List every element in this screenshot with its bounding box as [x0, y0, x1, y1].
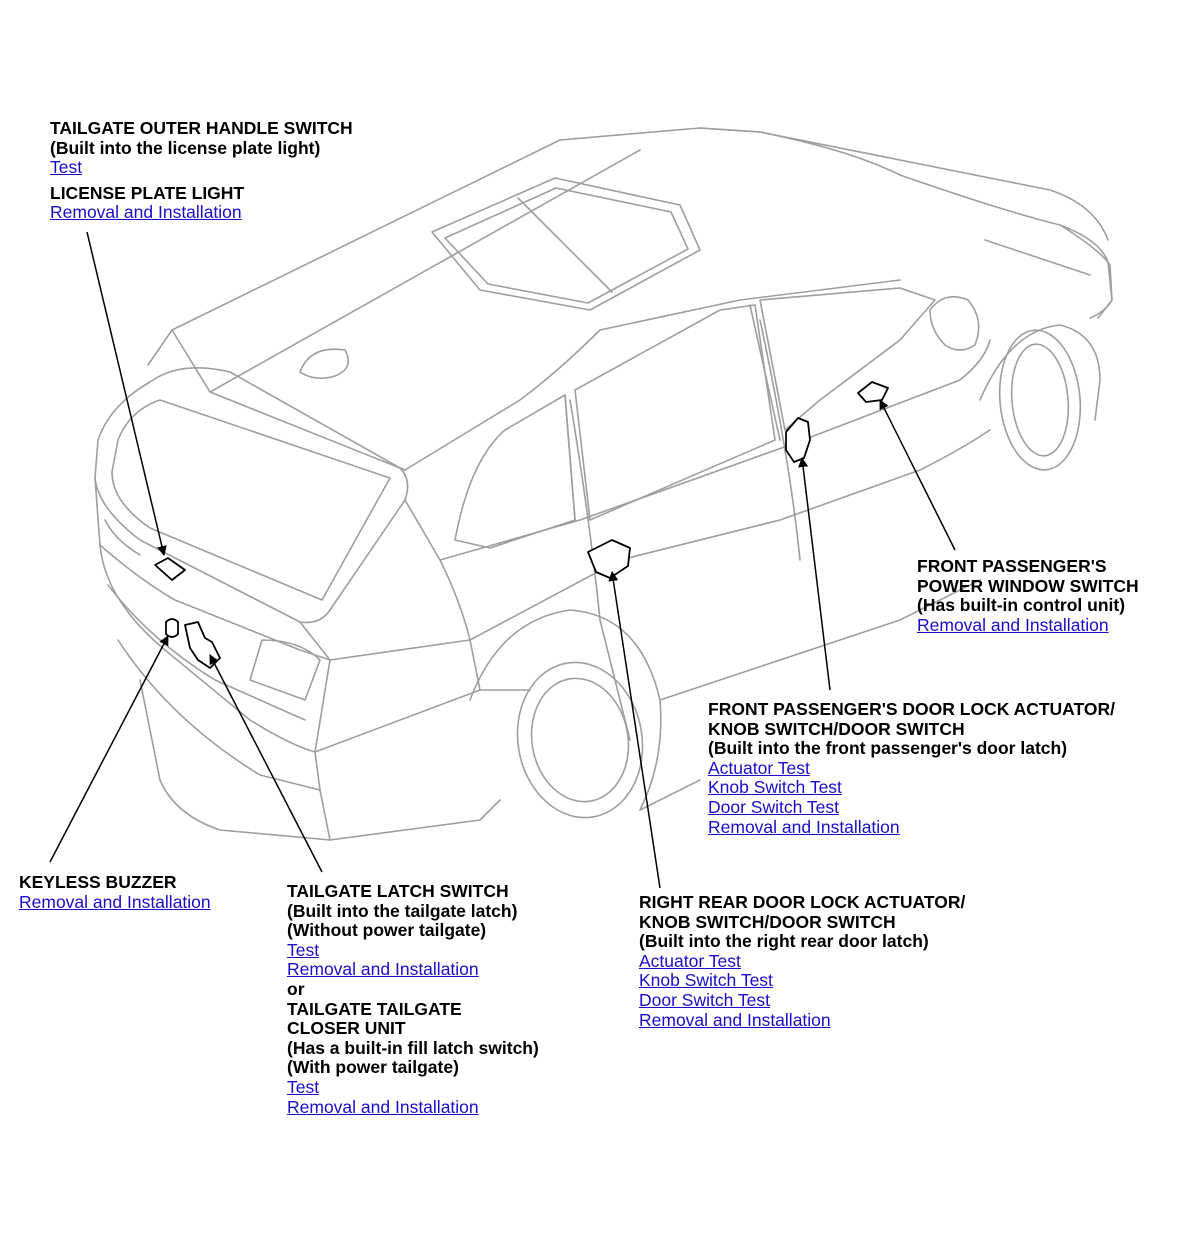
right-rear-door-latch-part	[587, 539, 631, 579]
callout-right-rear-door: RIGHT REAR DOOR LOCK ACTUATOR/ KNOB SWIT…	[639, 892, 966, 1030]
right-rear-door-title-line1: RIGHT REAR DOOR LOCK ACTUATOR/	[639, 892, 966, 912]
front-passenger-door-knob-switch-test-link[interactable]: Knob Switch Test	[708, 777, 842, 798]
callout-keyless-buzzer: KEYLESS BUZZER Removal and Installation	[19, 872, 211, 912]
tailgate-outer-handle-note: (Built into the license plate light)	[50, 137, 321, 158]
keyless-buzzer-part	[165, 618, 179, 638]
front-passenger-window-note: (Has built-in control unit)	[917, 595, 1126, 616]
tailgate-outer-handle-test-link[interactable]: Test	[50, 157, 83, 178]
components	[154, 381, 889, 669]
license-plate-light-title: LICENSE PLATE LIGHT	[50, 182, 245, 203]
front-passenger-door-actuator-test-link[interactable]: Actuator Test	[708, 757, 810, 778]
tailgate-closer-removal-link[interactable]: Removal and Installation	[287, 1096, 479, 1117]
front-passenger-window-title-line1: FRONT PASSENGER'S	[917, 556, 1107, 576]
front-passenger-window-title-line2: POWER WINDOW SWITCH	[917, 575, 1139, 596]
front-passenger-door-door-switch-test-link[interactable]: Door Switch Test	[708, 796, 839, 817]
right-rear-door-title-line2: KNOB SWITCH/DOOR SWITCH	[639, 911, 896, 932]
front-passenger-door-title-line2: KNOB SWITCH/DOOR SWITCH	[708, 718, 965, 739]
front-passenger-door-note: (Built into the front passenger's door l…	[708, 738, 1068, 759]
front-passenger-door-title-line1: FRONT PASSENGER'S DOOR LOCK ACTUATOR/	[708, 699, 1115, 719]
right-rear-door-note: (Built into the right rear door latch)	[639, 931, 929, 952]
license-plate-light-removal-link[interactable]: Removal and Installation	[50, 202, 242, 223]
tailgate-latch-note2: (Without power tailgate)	[287, 920, 487, 941]
right-rear-door-removal-link[interactable]: Removal and Installation	[639, 1009, 831, 1030]
tailgate-latch-or: or	[287, 978, 305, 999]
tailgate-closer-title-line2: CLOSER UNIT	[287, 1018, 406, 1039]
tailgate-latch-title: TAILGATE LATCH SWITCH	[287, 881, 509, 901]
front-passenger-window-removal-link[interactable]: Removal and Installation	[917, 614, 1109, 635]
tailgate-latch-note1: (Built into the tailgate latch)	[287, 900, 518, 921]
front-passenger-door-removal-link[interactable]: Removal and Installation	[708, 816, 900, 837]
tailgate-closer-title-line1: TAILGATE TAILGATE	[287, 998, 462, 1019]
right-rear-door-knob-switch-test-link[interactable]: Knob Switch Test	[639, 970, 773, 991]
tailgate-latch-test-link[interactable]: Test	[287, 939, 320, 960]
callout-tailgate-outer-handle: TAILGATE OUTER HANDLE SWITCH (Built into…	[50, 118, 353, 223]
callout-front-passenger-door: FRONT PASSENGER'S DOOR LOCK ACTUATOR/ KN…	[708, 699, 1115, 837]
right-rear-door-actuator-test-link[interactable]: Actuator Test	[639, 950, 741, 971]
keyless-buzzer-title: KEYLESS BUZZER	[19, 872, 177, 892]
tailgate-closer-test-link[interactable]: Test	[287, 1076, 320, 1097]
tailgate-outer-handle-title: TAILGATE OUTER HANDLE SWITCH	[50, 118, 353, 138]
tailgate-latch-part	[184, 621, 221, 669]
right-rear-door-door-switch-test-link[interactable]: Door Switch Test	[639, 989, 770, 1010]
license-plate-light-part	[154, 557, 186, 581]
tailgate-closer-note4: (With power tailgate)	[287, 1057, 459, 1078]
leader-lines	[49, 231, 956, 889]
callout-tailgate-latch: TAILGATE LATCH SWITCH (Built into the ta…	[287, 881, 539, 1117]
keyless-buzzer-removal-link[interactable]: Removal and Installation	[19, 891, 211, 912]
callout-front-passenger-window: FRONT PASSENGER'S POWER WINDOW SWITCH (H…	[917, 556, 1139, 635]
front-door-latch-part	[785, 417, 811, 463]
tailgate-latch-removal-link[interactable]: Removal and Installation	[287, 959, 479, 980]
power-window-switch-part	[857, 381, 889, 403]
tailgate-closer-note3: (Has a built-in fill latch switch)	[287, 1037, 539, 1058]
